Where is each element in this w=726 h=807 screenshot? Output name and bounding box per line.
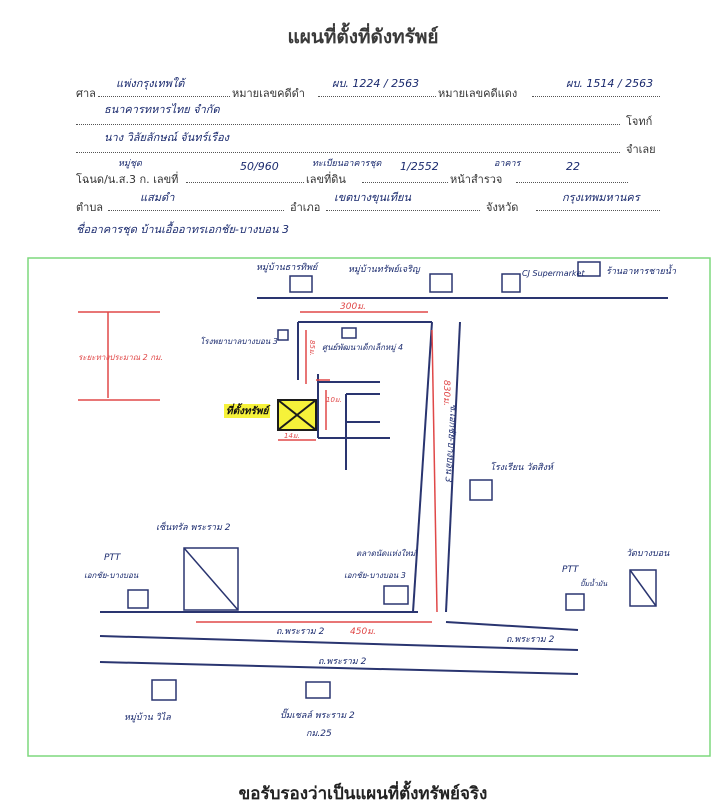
black-case-value: ผบ. 1224 / 2563 xyxy=(332,77,420,90)
map-buildings xyxy=(127,261,657,701)
map-label-main-road-1: ถ.พระราม 2 xyxy=(276,627,325,637)
province-dotted-line xyxy=(536,210,660,211)
map-label-center: ศูนย์พัฒนาเด็กเล็กหมู่ 4 xyxy=(322,342,403,353)
certification-text: ขอรับรองว่าเป็นแผนที่ตั้งทรัพย์จริง xyxy=(238,784,488,804)
map-label-ptt-right: PTT xyxy=(562,565,580,575)
building-school xyxy=(469,479,493,501)
map-dim-10-label: 10ม. xyxy=(326,396,342,404)
plaintiff-dotted-line xyxy=(76,124,620,125)
land-no-caption: ทะเบียนอาคารชุด xyxy=(312,159,382,169)
plaintiff-label: โจทก์ xyxy=(626,115,653,128)
property-marker-x2 xyxy=(277,399,317,431)
map-dimensions xyxy=(78,311,438,623)
defendant-dotted-line xyxy=(76,152,620,153)
district-dotted-line xyxy=(326,210,480,211)
defendant-value: นาง วิลัยลักษณ์ จันทร์เรือง xyxy=(104,131,230,144)
district-value: เขตบางขุนเทียน xyxy=(334,191,411,204)
map-label-school: โรงเรียน วัดสิงห์ xyxy=(490,461,555,473)
court-dotted-line xyxy=(98,96,230,97)
survey-dotted-line xyxy=(516,182,628,183)
building-right-diag xyxy=(629,569,657,607)
deed-label: โฉนด/น.ส.3 ก. เลขที่ xyxy=(76,173,179,186)
subdistrict-value: แสมดำ xyxy=(140,191,175,204)
land-no-value: 1/2552 xyxy=(400,160,439,173)
map-roads xyxy=(99,297,668,675)
soi-road-west-edge xyxy=(412,321,433,613)
building-hospital xyxy=(277,329,289,341)
court-value: แพ่งกรุงเทพใต้ xyxy=(116,77,185,90)
court-label: ศาล xyxy=(76,87,96,100)
main-road-north-edge xyxy=(99,635,579,651)
map-label-hospital: โรงพยาบาลบางบอน 3 xyxy=(200,336,278,346)
red-case-value: ผบ. 1514 / 2563 xyxy=(566,77,654,90)
map-frame xyxy=(27,257,711,757)
building-shop-mid xyxy=(383,585,409,605)
property-label-highlight xyxy=(224,404,270,418)
map-dim-830-label: 830ม. xyxy=(441,380,451,406)
red-case-label: หมายเลขคดีแดง xyxy=(438,87,518,100)
building-ptt-right xyxy=(565,593,585,611)
building-central xyxy=(183,547,239,611)
map-label-bottom-center: ปั๊มเชลล์ พระราม 2 xyxy=(280,708,355,721)
map-label-main-road-3: ถ.พระราม 2 xyxy=(318,657,367,667)
subdistrict-dotted-line xyxy=(108,210,284,211)
soi-road-east-edge xyxy=(445,321,461,613)
defendant-label: จำเลย xyxy=(626,143,656,156)
building-bottom-left xyxy=(151,679,177,701)
building-central-diag xyxy=(183,547,239,611)
dim-830 xyxy=(431,329,438,613)
map-label-top-2: หมู่บ้านทรัพย์เจริญ xyxy=(348,264,421,275)
survey-label: หน้าสำรวจ xyxy=(450,173,503,186)
map-dim-450-label: 450ม. xyxy=(350,627,376,637)
plaintiff-value: ธนาคารทหารไทย จำกัด xyxy=(104,103,220,116)
survey-value: 22 xyxy=(566,160,580,173)
map-label-top-4: ร้านอาหารชายน้ำ xyxy=(606,264,677,277)
map-label-shop-mid-sub: เอกชัย-บางบอน 3 xyxy=(344,571,406,580)
deed-dotted-line xyxy=(186,182,304,183)
map-label-top-3: CJ Supermarket xyxy=(522,269,585,278)
building-center xyxy=(341,327,357,339)
district-label: อำเภอ xyxy=(290,201,321,214)
condo-name-value: ชื่ออาคารชุด บ้านเอื้ออาทรเอกชัย-บางบอน … xyxy=(76,223,290,236)
map-label-bottom-center-sub: กม.25 xyxy=(306,729,332,739)
red-case-dotted-line xyxy=(532,96,660,97)
document-title: แผนที่ตั้งที่ดังทรัพย์ xyxy=(287,26,439,48)
map-label-bottom-left: หมู่บ้าน วิไล xyxy=(124,711,171,723)
map-label-shop-mid: ตลาดนัดแห่งใหม่ xyxy=(356,548,416,558)
building-top-4 xyxy=(577,261,601,277)
road-south-east xyxy=(445,621,579,631)
building-right-shop xyxy=(629,569,657,607)
map-label-ptt-right-sub: ปั๊มน้ำมัน xyxy=(580,578,607,588)
map-label-right-shop: วัดบางบอน xyxy=(626,548,670,559)
building-top-2 xyxy=(429,273,453,293)
map-label-soi: ซ.เอกชัย-บางบอน 3 xyxy=(443,404,459,483)
map-label-ptt-left-sub: เอกชัย-บางบอน xyxy=(84,571,139,580)
map-label-ptt-left: PTT xyxy=(104,553,122,563)
province-label: จังหวัด xyxy=(486,201,519,214)
main-road-south-edge xyxy=(99,661,579,675)
survey-caption: อาคาร xyxy=(494,159,521,169)
land-no-label: เลขที่ดิน xyxy=(306,173,346,186)
black-case-label: หมายเลขคดีดำ xyxy=(232,87,305,100)
map-dim-85-label: 85ม. xyxy=(308,340,316,356)
building-top-3 xyxy=(501,273,521,293)
map-scale-label: ระยะทางประมาณ 2 กม. xyxy=(78,353,163,362)
deed-number-value: 50/960 xyxy=(240,160,279,173)
map-label-central: เซ็นทรัล พระราม 2 xyxy=(156,521,231,533)
subdistrict-label: ตำบล xyxy=(76,201,104,214)
building-ptt-left xyxy=(127,589,149,609)
deed-type-value: หมู่ชุด xyxy=(118,159,142,169)
building-bottom-center xyxy=(305,681,331,699)
black-case-dotted-line xyxy=(318,96,436,97)
map-label-main-road-2: ถ.พระราม 2 xyxy=(506,635,555,645)
building-top-1 xyxy=(289,275,313,293)
map-dim-300-label: 300ม. xyxy=(340,302,366,312)
land-no-dotted-line xyxy=(362,182,448,183)
map-label-property: ที่ตั้งทรัพย์ xyxy=(226,403,271,417)
map-label-top-1: หมู่บ้านธารทิพย์ xyxy=(256,262,319,273)
map-dim-14-label: 14ม. xyxy=(284,432,300,440)
province-value: กรุงเทพมหานคร xyxy=(562,191,640,204)
